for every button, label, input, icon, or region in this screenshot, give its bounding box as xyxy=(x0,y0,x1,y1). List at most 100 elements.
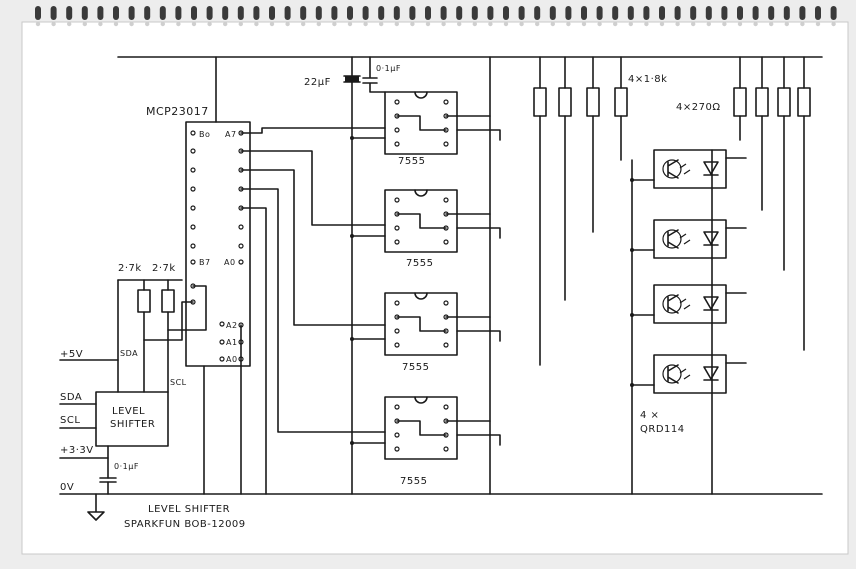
spiral-ring xyxy=(534,6,541,27)
spiral-ring xyxy=(206,6,213,27)
pin-a7-label: A7 xyxy=(225,130,237,139)
spiral-ring xyxy=(331,6,338,27)
level-shifter-text-1: LEVEL xyxy=(112,406,145,417)
r27-b-label: 2·7k xyxy=(152,263,176,274)
qrd114-sensor-1 xyxy=(630,149,747,189)
spiral-ring xyxy=(627,6,634,27)
spiral-ring xyxy=(362,6,369,27)
spiral-ring xyxy=(783,6,790,27)
spiral-ring xyxy=(315,6,322,27)
timer-7555-4 xyxy=(350,396,501,460)
spiral-ring xyxy=(81,6,88,27)
spiral-ring xyxy=(113,6,119,27)
cap-01uf-label: 0·1µF xyxy=(376,64,401,73)
qrd-part-label: QRD114 xyxy=(640,424,685,435)
paper-sheet xyxy=(21,21,849,555)
spiral-ring xyxy=(175,6,182,27)
spiral-ring xyxy=(815,6,821,27)
mcp-output-wires xyxy=(203,56,386,495)
timer-2-label: 7555 xyxy=(406,258,433,269)
spiral-ring xyxy=(690,6,697,27)
spiral-ring xyxy=(409,6,416,27)
spiral-ring xyxy=(97,6,104,27)
pin-a0-label: A0 xyxy=(226,355,238,364)
pin-b7-label: B7 xyxy=(199,258,211,267)
decoupling-caps xyxy=(343,56,386,495)
sda-top-label: SDA xyxy=(120,349,138,358)
qrd-count-label: 4 × xyxy=(640,410,659,421)
spiral-ring xyxy=(284,6,291,27)
spiral-ring xyxy=(347,6,353,27)
spiral-ring xyxy=(768,6,775,27)
qrd114-group xyxy=(630,149,747,394)
zero-v-label: 0V xyxy=(60,482,74,493)
pin-b0-label: Bo xyxy=(199,130,210,139)
cap-ls-label: 0·1µF xyxy=(114,462,139,471)
level-shifter-box xyxy=(59,359,169,521)
spiral-ring xyxy=(222,6,229,27)
spiral-ring xyxy=(518,6,525,27)
spiral-ring xyxy=(456,6,463,27)
spiral-ring xyxy=(269,6,275,27)
r27-a-label: 2·7k xyxy=(118,263,142,274)
spiral-binding xyxy=(35,6,837,27)
mcp23017-label: MCP23017 xyxy=(146,105,209,118)
pin-a0-top-label: A0 xyxy=(224,258,236,267)
spiral-ring xyxy=(253,6,260,27)
spiral-ring xyxy=(300,6,307,27)
resistor-bank-270 xyxy=(733,56,811,351)
spiral-ring xyxy=(830,6,837,27)
spiral-ring xyxy=(581,6,587,27)
spiral-ring xyxy=(643,6,650,27)
spiral-ring xyxy=(721,6,728,27)
spiral-ring xyxy=(393,6,400,27)
spiral-ring xyxy=(737,6,743,27)
spiral-ring xyxy=(425,6,431,27)
spiral-ring xyxy=(659,6,665,27)
spiral-ring xyxy=(35,6,41,27)
spiral-ring xyxy=(378,6,385,27)
plus5v-label: +5V xyxy=(60,349,83,360)
scl-label: SCL xyxy=(60,415,80,426)
spiral-ring xyxy=(159,6,166,27)
cap-22uf-label: 22µF xyxy=(304,77,331,88)
spiral-ring xyxy=(705,6,712,27)
timer-7555-1 xyxy=(350,91,501,155)
spiral-ring xyxy=(191,6,197,27)
spiral-ring xyxy=(487,6,494,27)
r18k-label: 4×1·8k xyxy=(628,74,667,85)
spiral-ring xyxy=(128,6,135,27)
timer-4-label: 7555 xyxy=(400,476,427,487)
timer-3-label: 7555 xyxy=(402,362,429,373)
resistor-bank-1k8 xyxy=(489,56,628,495)
spiral-ring xyxy=(799,6,806,27)
plus33v-label: +3·3V xyxy=(60,445,94,456)
spiral-ring xyxy=(752,6,759,27)
spiral-ring xyxy=(66,6,73,27)
timer-group xyxy=(350,91,501,460)
ls-note-2: SPARKFUN BOB-12009 xyxy=(124,519,246,530)
pin-a1-label: A1 xyxy=(226,338,238,347)
timer-1-label: 7555 xyxy=(398,156,425,167)
spiral-ring xyxy=(50,6,57,27)
spiral-ring xyxy=(565,6,572,27)
sda-label: SDA xyxy=(60,392,82,403)
qrd114-sensor-3 xyxy=(630,284,747,324)
spiral-ring xyxy=(596,6,603,27)
spiral-ring xyxy=(471,6,478,27)
timer-7555-2 xyxy=(350,189,501,253)
spiral-ring xyxy=(549,6,556,27)
pullup-resistors xyxy=(117,279,207,393)
spiral-ring xyxy=(612,6,619,27)
scl-top-label: SCL xyxy=(170,378,187,387)
spiral-ring xyxy=(503,6,509,27)
sensor-ground-wires xyxy=(631,149,713,495)
spiral-ring xyxy=(237,6,244,27)
ls-note-1: LEVEL SHIFTER xyxy=(148,504,230,515)
level-shifter-text-2: SHIFTER xyxy=(110,419,155,430)
spiral-ring xyxy=(440,6,447,27)
pin-a2-label: A2 xyxy=(226,321,238,330)
power-rails xyxy=(59,56,823,495)
